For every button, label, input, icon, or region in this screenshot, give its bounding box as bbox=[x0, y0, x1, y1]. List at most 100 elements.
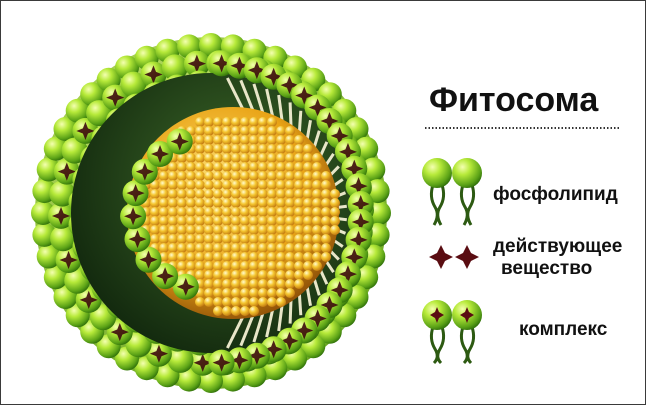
core-particle bbox=[177, 189, 187, 199]
core-particle bbox=[249, 225, 259, 235]
core-particle bbox=[177, 153, 187, 163]
core-particle bbox=[258, 261, 268, 271]
core-particle bbox=[195, 162, 205, 172]
core-particle bbox=[195, 243, 205, 253]
core-particle bbox=[222, 288, 232, 298]
core-particle bbox=[222, 180, 232, 190]
core-particle bbox=[231, 171, 241, 181]
core-particle bbox=[249, 261, 259, 271]
core-particle bbox=[294, 171, 304, 181]
core-particle bbox=[267, 180, 277, 190]
core-particle bbox=[204, 234, 214, 244]
core-particle bbox=[222, 198, 232, 208]
core-particle bbox=[204, 117, 214, 127]
core-particle bbox=[231, 162, 241, 172]
core-particle bbox=[276, 261, 286, 271]
core-particle bbox=[213, 144, 223, 154]
core-particle bbox=[303, 153, 313, 163]
core-particle bbox=[204, 279, 214, 289]
core-particle bbox=[285, 279, 295, 289]
core-particle bbox=[168, 216, 178, 226]
core-particle bbox=[240, 306, 250, 316]
core-particle bbox=[177, 252, 187, 262]
core-particle bbox=[267, 270, 277, 280]
core-particle bbox=[159, 216, 169, 226]
core-particle bbox=[195, 198, 205, 208]
core-particle bbox=[249, 243, 259, 253]
core-particle bbox=[330, 207, 340, 217]
core-particle bbox=[276, 126, 286, 136]
core-particle bbox=[213, 135, 223, 145]
core-particle bbox=[249, 306, 259, 316]
core-particle bbox=[240, 297, 250, 307]
core-particle bbox=[168, 189, 178, 199]
core-particle bbox=[267, 198, 277, 208]
core-particle bbox=[231, 261, 241, 271]
core-particle bbox=[312, 207, 322, 217]
core-particle bbox=[186, 252, 196, 262]
core-particle bbox=[213, 117, 223, 127]
core-particle bbox=[303, 270, 313, 280]
core-particle bbox=[150, 225, 160, 235]
core-particle bbox=[303, 171, 313, 181]
core-particle bbox=[321, 189, 331, 199]
core-particle bbox=[204, 189, 214, 199]
core-particle bbox=[177, 198, 187, 208]
core-particle bbox=[267, 252, 277, 262]
core-particle bbox=[276, 198, 286, 208]
core-particle bbox=[150, 198, 160, 208]
core-particle bbox=[240, 135, 250, 145]
core-particle bbox=[303, 180, 313, 190]
core-particle bbox=[258, 243, 268, 253]
core-particle bbox=[258, 270, 268, 280]
core-particle bbox=[231, 288, 241, 298]
core-particle bbox=[321, 234, 331, 244]
core-particle bbox=[240, 153, 250, 163]
core-particle bbox=[186, 225, 196, 235]
core-particle bbox=[186, 162, 196, 172]
core-particle bbox=[213, 171, 223, 181]
core-particle bbox=[150, 216, 160, 226]
core-particle bbox=[213, 261, 223, 271]
core-particle bbox=[213, 243, 223, 253]
core-particle bbox=[186, 153, 196, 163]
core-particle bbox=[276, 225, 286, 235]
core-particle bbox=[267, 225, 277, 235]
core-particle bbox=[168, 162, 178, 172]
core-particle bbox=[276, 189, 286, 199]
core-particle bbox=[231, 252, 241, 262]
core-particle bbox=[312, 225, 322, 235]
core-particle bbox=[321, 225, 331, 235]
core-particle bbox=[249, 153, 259, 163]
core-particle bbox=[231, 153, 241, 163]
core-particle bbox=[240, 171, 250, 181]
core-particle bbox=[195, 216, 205, 226]
core-particle bbox=[195, 297, 205, 307]
core-particle bbox=[303, 261, 313, 271]
core-particle bbox=[195, 126, 205, 136]
core-particle bbox=[294, 135, 304, 145]
core-particle bbox=[213, 270, 223, 280]
core-particle bbox=[294, 189, 304, 199]
core-particle bbox=[213, 306, 223, 316]
core-particle bbox=[330, 216, 340, 226]
core-particle bbox=[303, 216, 313, 226]
core-particle bbox=[150, 234, 160, 244]
core-particle bbox=[249, 288, 259, 298]
core-particle bbox=[231, 234, 241, 244]
core-particle bbox=[249, 216, 259, 226]
core-particle bbox=[195, 171, 205, 181]
core-particle bbox=[249, 126, 259, 136]
core-particle bbox=[186, 198, 196, 208]
core-particle bbox=[240, 216, 250, 226]
core-particle bbox=[204, 171, 214, 181]
core-particle bbox=[231, 135, 241, 145]
core-particle bbox=[303, 252, 313, 262]
core-particle bbox=[186, 261, 196, 271]
core-particle bbox=[177, 243, 187, 253]
core-particle bbox=[222, 117, 232, 127]
core-particle bbox=[150, 189, 160, 199]
core-particle bbox=[240, 207, 250, 217]
core-particle bbox=[195, 180, 205, 190]
